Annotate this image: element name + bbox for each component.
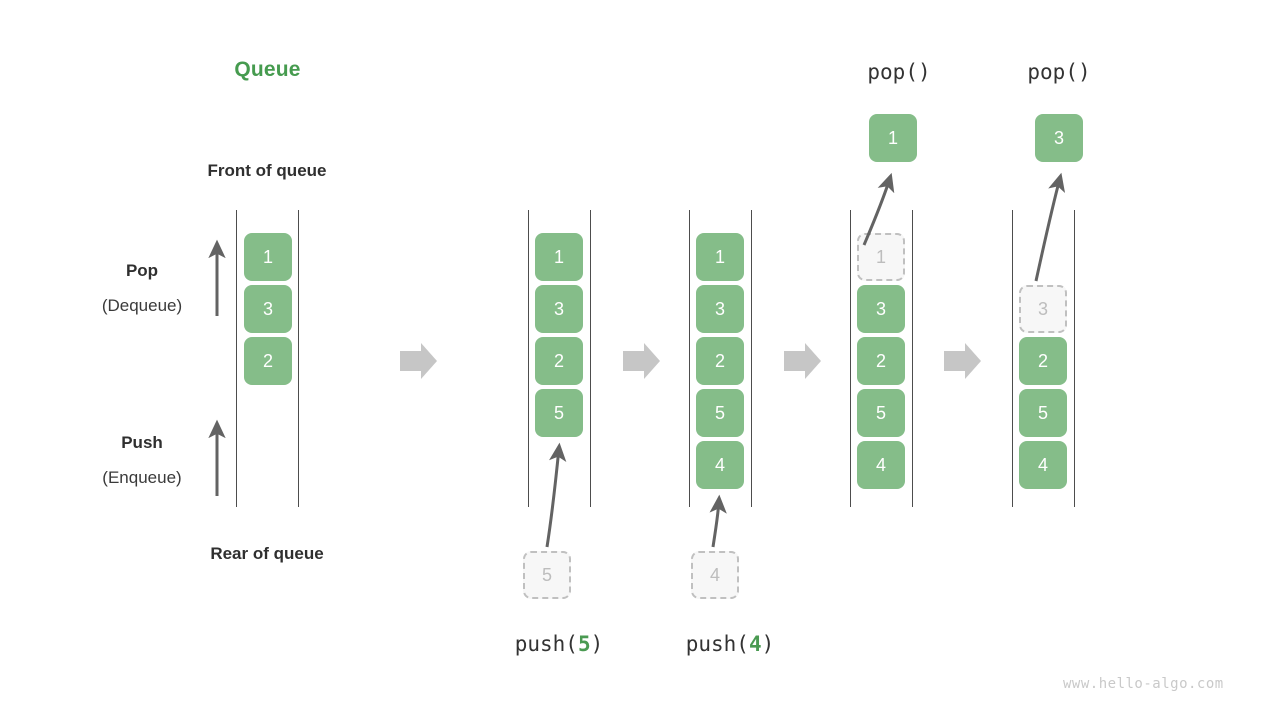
queue-item: 3 xyxy=(696,285,744,333)
incoming-element-ghost: 5 xyxy=(523,551,571,599)
push-5-value: 5 xyxy=(577,632,591,656)
queue-rail-left-stage2 xyxy=(528,210,529,507)
push-4-caption: push(4) xyxy=(630,632,830,656)
queue-item: 3 xyxy=(857,285,905,333)
pop-call-2-caption: pop() xyxy=(1027,60,1091,84)
push-4-value: 4 xyxy=(748,632,762,656)
popped-element: 3 xyxy=(1035,114,1083,162)
queue-item: 2 xyxy=(244,337,292,385)
watermark: www.hello-algo.com xyxy=(1063,676,1224,692)
pop-alt-label: (Dequeue) xyxy=(101,296,183,315)
push-label: Push xyxy=(121,433,163,452)
queue-item: 1 xyxy=(244,233,292,281)
push-5-arrow xyxy=(545,442,567,548)
queue-rail-right-stage5 xyxy=(1074,210,1075,507)
transition-arrow-1 xyxy=(400,343,437,379)
pop-call-1-caption: pop() xyxy=(867,60,931,84)
push-5-prefix: push( xyxy=(514,632,578,656)
queue-item: 2 xyxy=(535,337,583,385)
popped-element: 1 xyxy=(869,114,917,162)
queue-item: 5 xyxy=(535,389,583,437)
transition-arrow-2 xyxy=(623,343,660,379)
queue-item: 2 xyxy=(857,337,905,385)
pop-3-arrow xyxy=(1034,172,1066,282)
push-5-suffix: ) xyxy=(590,632,604,656)
transition-arrow-3 xyxy=(784,343,821,379)
queue-rail-left-stage1 xyxy=(236,210,237,507)
queue-item: 4 xyxy=(696,441,744,489)
queue-item: 5 xyxy=(1019,389,1067,437)
queue-item: 1 xyxy=(857,233,905,281)
queue-item: 4 xyxy=(1019,441,1067,489)
incoming-element-ghost: 4 xyxy=(691,551,739,599)
queue-item: 1 xyxy=(696,233,744,281)
queue-rail-right-stage3 xyxy=(751,210,752,507)
queue-rail-right-stage4 xyxy=(912,210,913,507)
push-alt-label: (Enqueue) xyxy=(102,468,182,487)
push-4-suffix: ) xyxy=(761,632,775,656)
queue-rail-left-stage5 xyxy=(1012,210,1013,507)
queue-item: 2 xyxy=(1019,337,1067,385)
queue-item: 2 xyxy=(696,337,744,385)
pop-label: Pop xyxy=(125,261,159,280)
front-of-queue-label: Front of queue xyxy=(207,161,327,180)
queue-rail-left-stage4 xyxy=(850,210,851,507)
queue-rail-right-stage2 xyxy=(590,210,591,507)
queue-item: 3 xyxy=(1019,285,1067,333)
push-5-caption: push(5) xyxy=(459,632,659,656)
push-4-arrow xyxy=(709,494,727,548)
queue-rail-left-stage3 xyxy=(689,210,690,507)
push-4-prefix: push( xyxy=(685,632,749,656)
transition-arrow-4 xyxy=(944,343,981,379)
rear-of-queue-label: Rear of queue xyxy=(210,544,324,563)
queue-item: 3 xyxy=(244,285,292,333)
queue-item: 3 xyxy=(535,285,583,333)
queue-item: 5 xyxy=(857,389,905,437)
page-title: Queue xyxy=(234,58,301,81)
queue-item: 5 xyxy=(696,389,744,437)
queue-rail-right-stage1 xyxy=(298,210,299,507)
queue-item: 1 xyxy=(535,233,583,281)
queue-item: 4 xyxy=(857,441,905,489)
